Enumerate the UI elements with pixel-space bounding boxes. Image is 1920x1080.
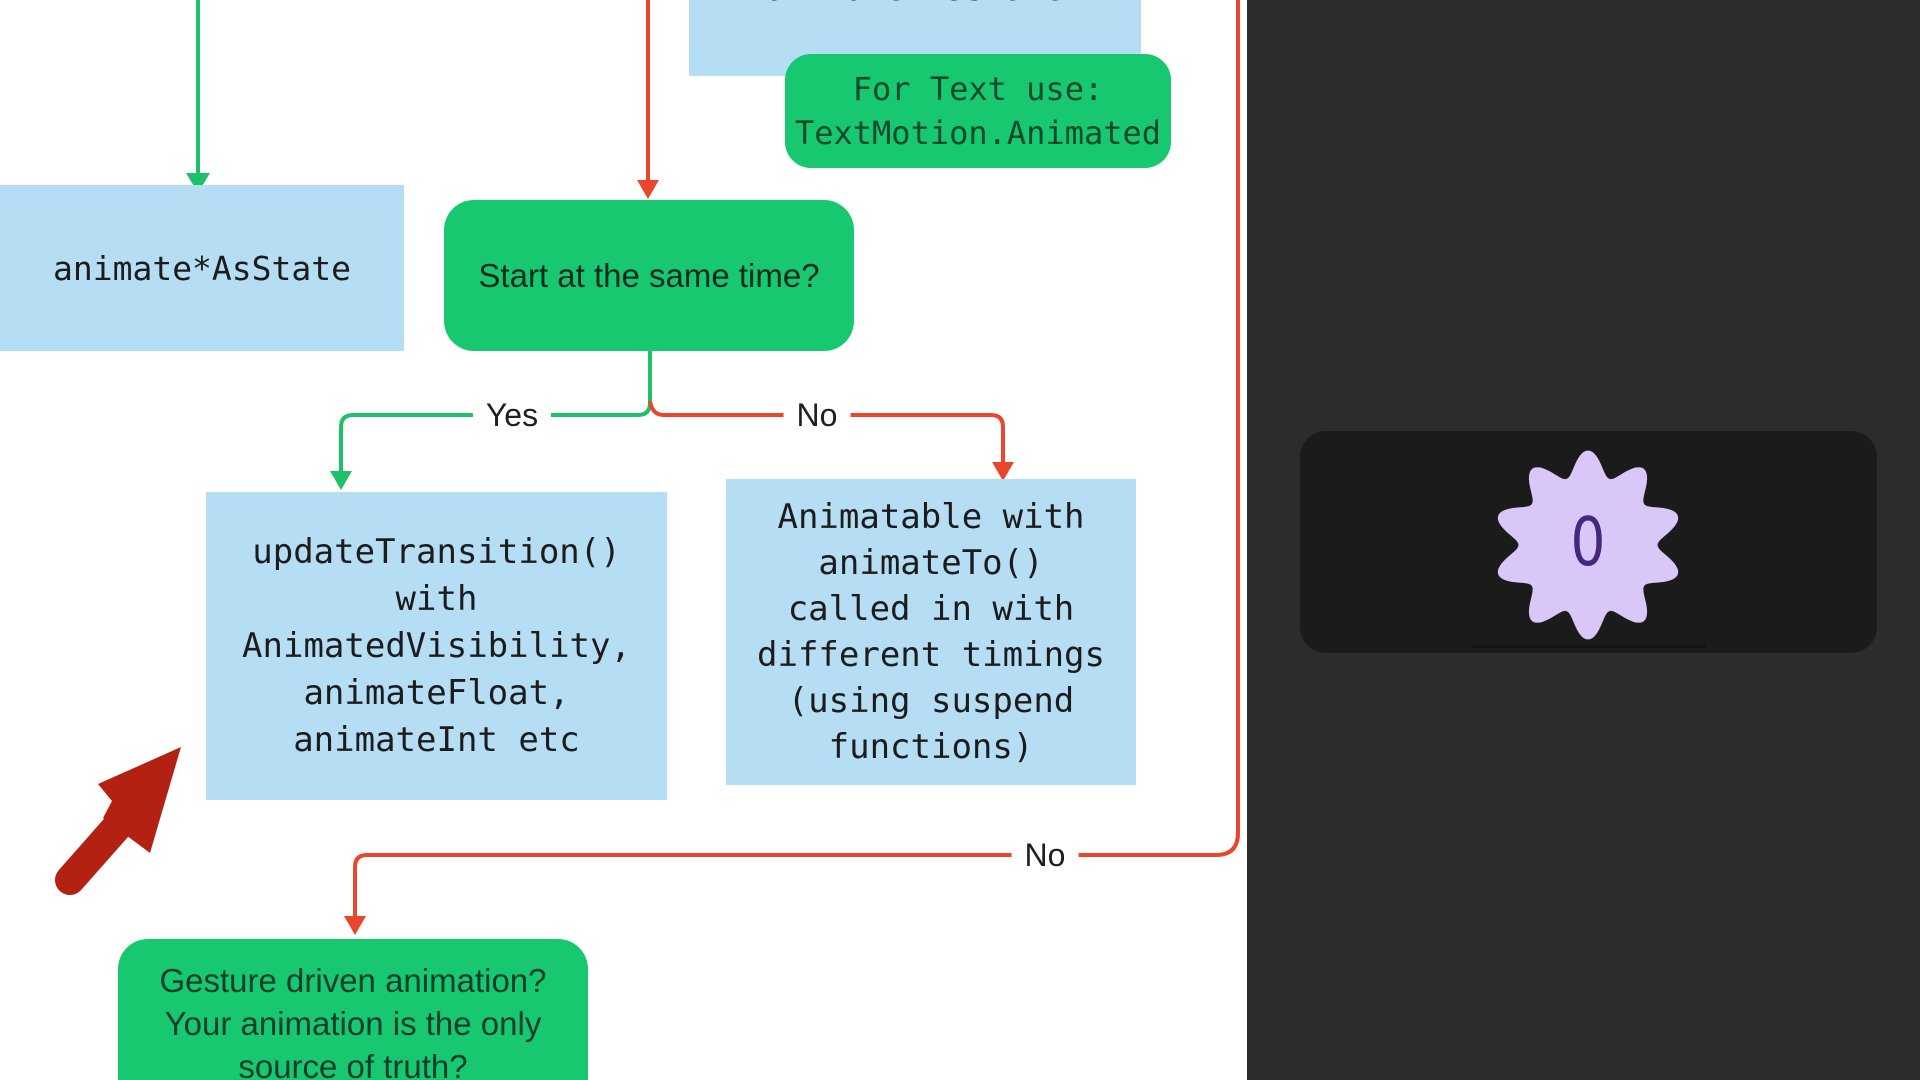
question-label: Start at the same time? bbox=[478, 256, 820, 294]
yes-branch-label: Yes bbox=[472, 397, 552, 433]
box-line: (using suspend bbox=[787, 681, 1075, 721]
note-line: For Text use: bbox=[852, 70, 1104, 108]
box-line: with bbox=[395, 578, 478, 619]
animatable-box: Animatable with animateTo() called in wi… bbox=[726, 479, 1136, 785]
box-line: different timings bbox=[757, 635, 1105, 675]
counter-value: 0 bbox=[1570, 502, 1606, 581]
box-line: called in with bbox=[787, 589, 1075, 629]
note-line: TextMotion.Animated bbox=[794, 114, 1162, 152]
gesture-question-box: Gesture driven animation? Your animation… bbox=[118, 939, 588, 1080]
gesture-line: Your animation is the only bbox=[164, 1005, 542, 1042]
animate-as-state-label: animate*AsState bbox=[52, 248, 351, 288]
screen-underline bbox=[1472, 645, 1706, 648]
top-result-label: animate*AsState bbox=[689, 0, 1141, 8]
bottom-no-branch-label: No bbox=[1011, 837, 1079, 873]
flowchart-connectors bbox=[55, 0, 1240, 935]
box-line: AnimatedVisibility, bbox=[242, 625, 631, 666]
update-transition-box: updateTransition() with AnimatedVisibili… bbox=[206, 492, 667, 800]
no-branch-label: No bbox=[783, 397, 851, 433]
box-line: animateInt etc bbox=[293, 719, 580, 760]
text-note-box: For Text use: TextMotion.Animated bbox=[785, 54, 1171, 168]
scalloped-badge-icon bbox=[1497, 450, 1679, 640]
gesture-line: Gesture driven animation? bbox=[159, 962, 547, 999]
gesture-line: source of truth? bbox=[238, 1048, 468, 1080]
box-line: animateFloat, bbox=[303, 672, 570, 713]
marker-arrow-icon bbox=[55, 747, 181, 895]
question-box: Start at the same time? bbox=[444, 200, 854, 351]
box-line: Animatable with bbox=[777, 497, 1085, 537]
box-line: functions) bbox=[828, 727, 1034, 767]
box-line: animateTo() bbox=[818, 543, 1044, 583]
animate-as-state-box: animate*AsState bbox=[0, 185, 404, 351]
box-line: updateTransition() bbox=[252, 531, 621, 572]
